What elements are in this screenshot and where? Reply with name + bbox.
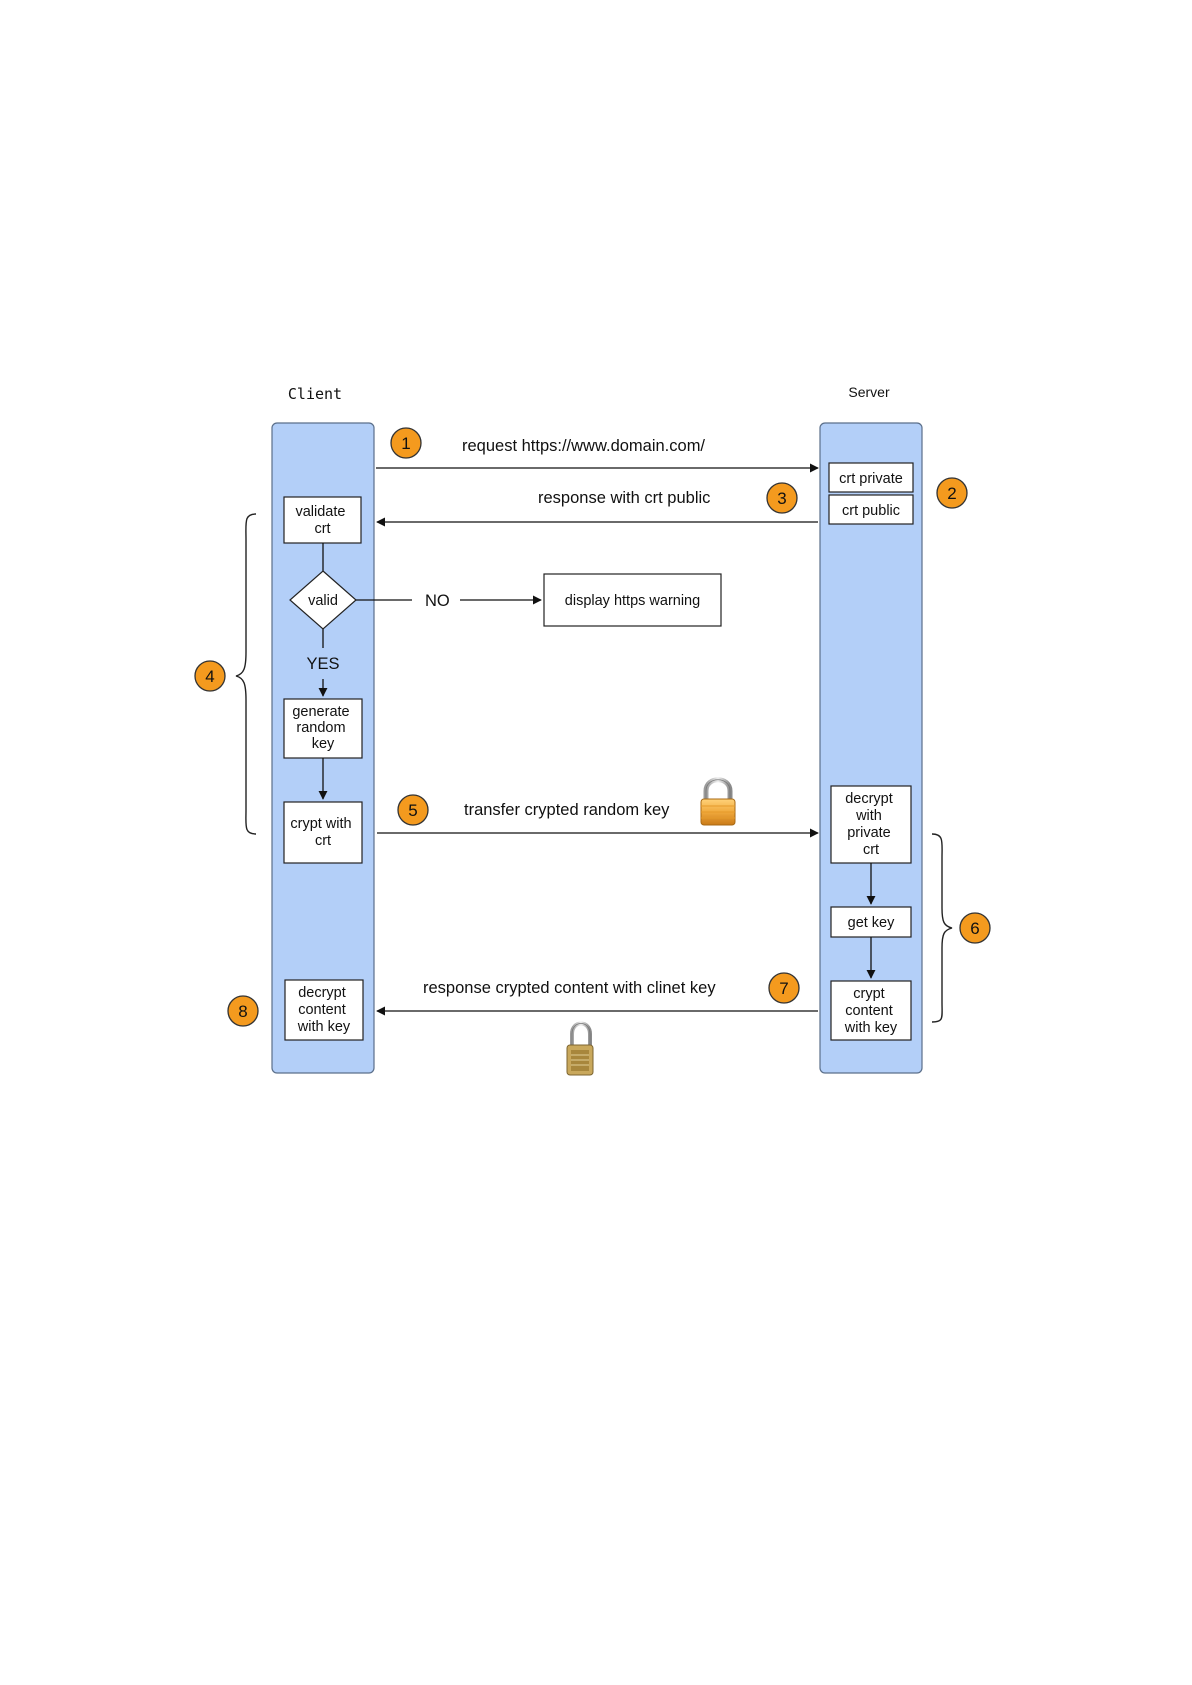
get-key-box — [830, 906, 912, 938]
badge-6 — [959, 912, 991, 944]
message-response-content: response crypted content with clinet key — [423, 979, 716, 997]
crypt-with-crt-label: crypt with crt — [290, 816, 355, 849]
decrypt-private-line-2: with — [855, 808, 882, 824]
crypt-content-box — [830, 980, 912, 1041]
crt-public-box — [828, 494, 914, 525]
decrypt-content-line-1: decrypt — [298, 985, 346, 1001]
crypt-content-label: crypt content with key — [844, 986, 898, 1036]
crt-private-box — [828, 462, 914, 493]
badge-4 — [194, 660, 226, 692]
generate-key-line-2: random — [296, 720, 345, 736]
https-warning-label: display https warning — [565, 593, 700, 609]
validate-crt-line-1: validate — [295, 504, 345, 520]
message-response-crt: response with crt public — [538, 489, 710, 507]
badge-6-label: 6 — [970, 919, 979, 938]
validate-crt-box — [283, 496, 362, 544]
validate-crt-line-2: crt — [314, 521, 330, 537]
client-lane-title: Client — [288, 385, 342, 403]
decrypt-private-line-4: crt — [863, 842, 879, 858]
decrypt-private-label: decrypt with private crt — [845, 791, 897, 858]
decrypt-private-line-3: private — [847, 825, 891, 841]
padlock-closed-icon — [700, 777, 736, 826]
validate-crt-label: validate crt — [295, 504, 349, 537]
message-request: request https://www.domain.com/ — [462, 437, 705, 455]
no-label: NO — [425, 592, 450, 610]
yes-label: YES — [306, 655, 339, 673]
decrypt-content-box — [284, 979, 364, 1041]
brace-step-6 — [931, 833, 953, 1023]
badge-4-label: 4 — [205, 667, 214, 686]
crypt-content-line-3: with key — [844, 1020, 898, 1036]
decrypt-content-line-3: with key — [297, 1019, 351, 1035]
decrypt-private-box — [830, 785, 912, 864]
combination-lock-icon — [566, 1021, 594, 1076]
crypt-with-crt-line-2: crt — [315, 833, 331, 849]
https-warning-box — [543, 573, 722, 627]
badge-8 — [227, 995, 259, 1027]
decrypt-private-line-1: decrypt — [845, 791, 893, 807]
server-lane-title: Server — [848, 384, 890, 400]
crypt-content-line-2: content — [845, 1003, 893, 1019]
valid-decision-label: valid — [308, 593, 338, 609]
crypt-content-line-1: crypt — [853, 986, 884, 1002]
badge-1-label: 1 — [401, 434, 410, 453]
decrypt-content-label: decrypt content with key — [297, 985, 351, 1035]
crypt-with-crt-box — [283, 801, 363, 864]
crt-private-label: crt private — [839, 471, 903, 487]
badge-7-label: 7 — [779, 979, 788, 998]
badge-5 — [397, 794, 429, 826]
generate-key-line-1: generate — [292, 704, 349, 720]
badge-8-label: 8 — [238, 1002, 247, 1021]
generate-key-line-3: key — [312, 736, 335, 752]
crt-public-label: crt public — [842, 503, 900, 519]
badge-2 — [936, 477, 968, 509]
badge-1 — [390, 427, 422, 459]
decrypt-content-line-2: content — [298, 1002, 346, 1018]
crypt-with-crt-line-1: crypt with — [290, 816, 351, 832]
badge-2-label: 2 — [947, 484, 956, 503]
get-key-label: get key — [848, 915, 895, 931]
badge-3-label: 3 — [777, 489, 786, 508]
badge-5-label: 5 — [408, 801, 417, 820]
badge-7 — [768, 972, 800, 1004]
brace-step-4 — [235, 513, 257, 835]
message-transfer-key: transfer crypted random key — [464, 801, 670, 819]
generate-key-label: generate random key — [292, 704, 353, 752]
badge-3 — [766, 482, 798, 514]
generate-key-box — [283, 698, 363, 759]
